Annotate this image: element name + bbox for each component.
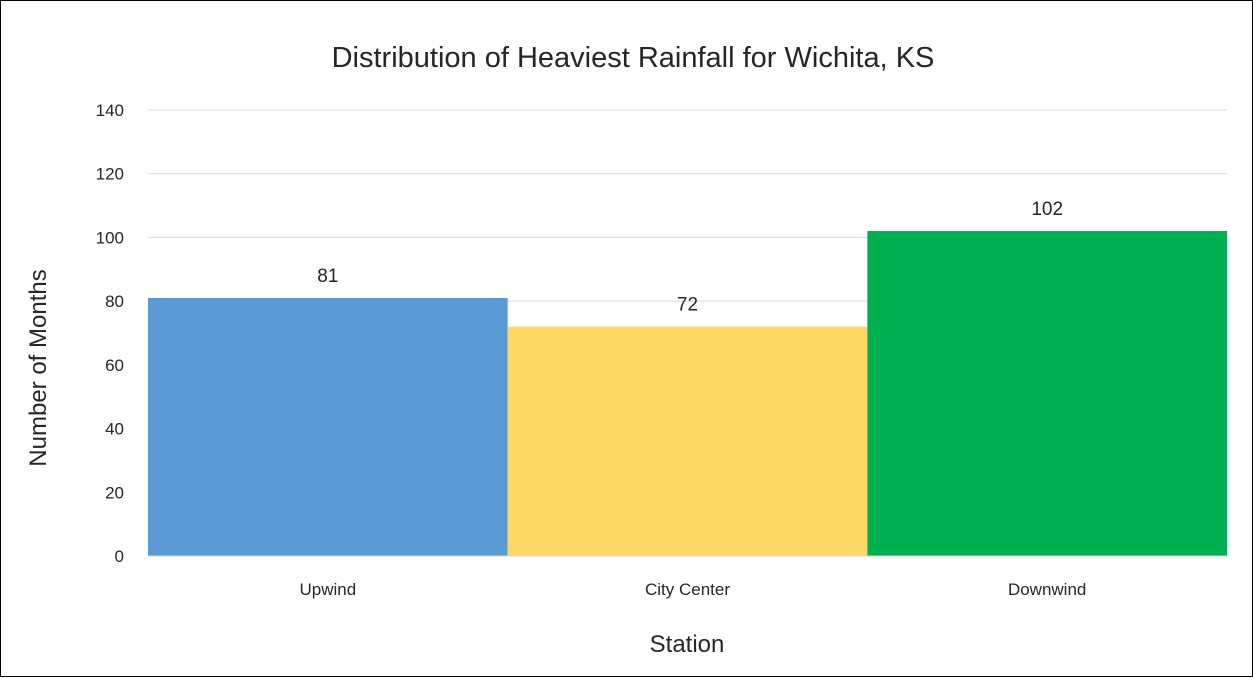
data-label: 72: [677, 295, 698, 316]
bar-city-center: [507, 326, 868, 556]
y-tick-label: 40: [105, 420, 124, 439]
x-tick-labels: Upwind City Center Downwind: [299, 580, 1086, 599]
y-tick-label: 0: [115, 547, 124, 566]
x-axis-title: Station: [650, 631, 725, 658]
y-tick-label: 140: [96, 101, 124, 120]
y-axis-title: Number of Months: [25, 269, 52, 466]
data-label: 81: [317, 266, 338, 287]
y-tick-label: 120: [96, 165, 124, 184]
x-tick-label: Downwind: [1008, 580, 1086, 599]
y-tick-label: 100: [96, 228, 124, 247]
y-tick-label: 60: [105, 356, 124, 375]
y-tick-labels: 0 20 40 60 80 100 120 140: [96, 101, 124, 566]
y-tick-label: 20: [105, 483, 124, 502]
x-tick-label: City Center: [645, 580, 730, 599]
y-tick-label: 80: [105, 292, 124, 311]
x-tick-label: Upwind: [299, 580, 356, 599]
data-label: 102: [1031, 199, 1063, 220]
bar-upwind: [148, 297, 508, 556]
chart-title: Distribution of Heaviest Rainfall for Wi…: [332, 42, 935, 74]
bars: [148, 231, 1227, 557]
bar-downwind: [867, 231, 1227, 557]
data-labels: 81 72 102: [317, 199, 1063, 316]
